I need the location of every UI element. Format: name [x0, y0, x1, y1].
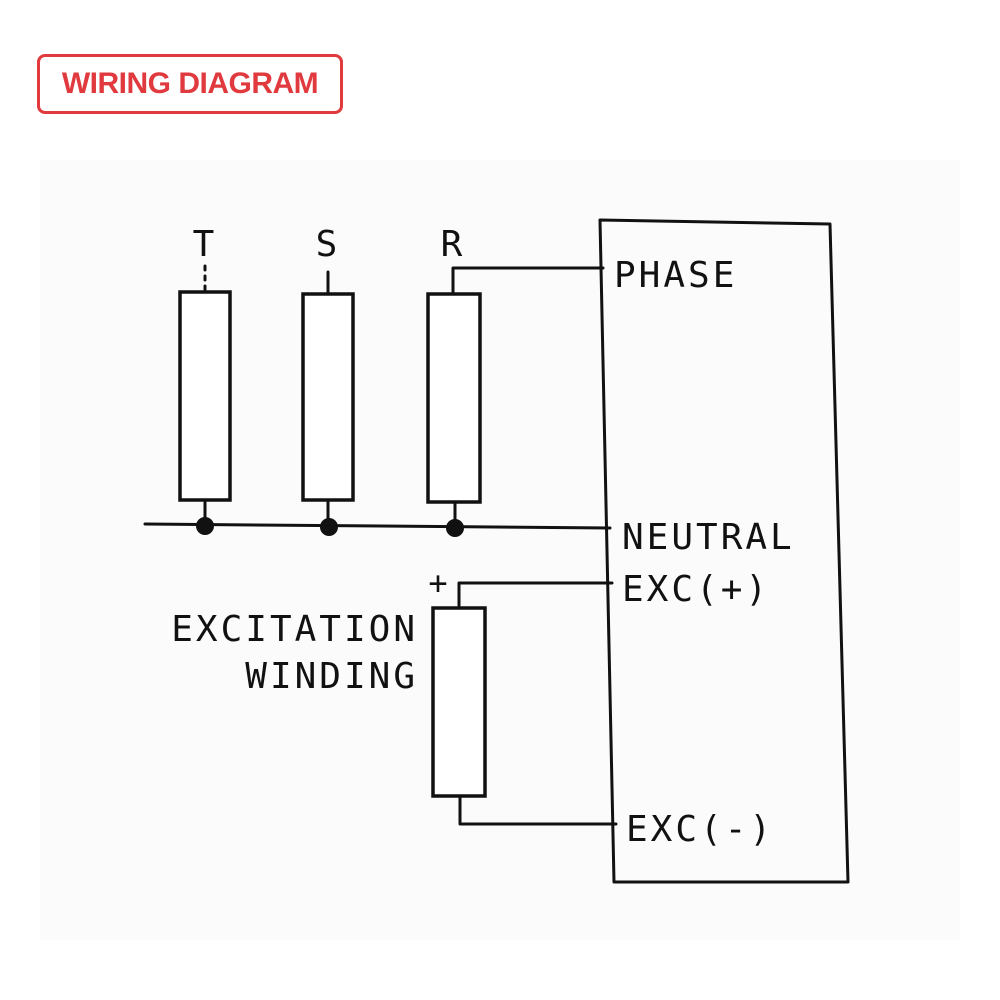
terminal-exc-plus: EXC(+)	[622, 569, 770, 610]
junction-node-t	[196, 517, 214, 535]
excitation-minus-wire	[458, 794, 618, 826]
terminal-phase: PHASE	[614, 255, 737, 296]
excitation-label-line1: EXCITATION	[171, 609, 418, 650]
phase-label-r: R	[441, 224, 466, 265]
excitation-plus-wire	[457, 581, 614, 610]
winding-r	[426, 292, 482, 504]
title-badge: WIRING DIAGRAM	[37, 54, 343, 114]
regulator-box	[598, 218, 850, 884]
phase-label-s: S	[316, 224, 341, 265]
terminal-neutral: NEUTRAL	[622, 517, 795, 558]
terminal-exc-minus: EXC(-)	[626, 809, 774, 850]
excitation-winding	[431, 606, 487, 798]
phase-wire-r	[451, 266, 605, 296]
phase-label-t: T	[193, 224, 218, 265]
excitation-plus-sign: +	[428, 564, 447, 602]
excitation-label-line2: WINDING	[245, 656, 418, 697]
winding-s	[301, 292, 355, 502]
neutral-bus	[143, 522, 612, 530]
diagram-background	[40, 160, 960, 940]
junction-node-r	[446, 519, 464, 537]
winding-t	[178, 290, 232, 502]
junction-node-s	[320, 518, 338, 536]
